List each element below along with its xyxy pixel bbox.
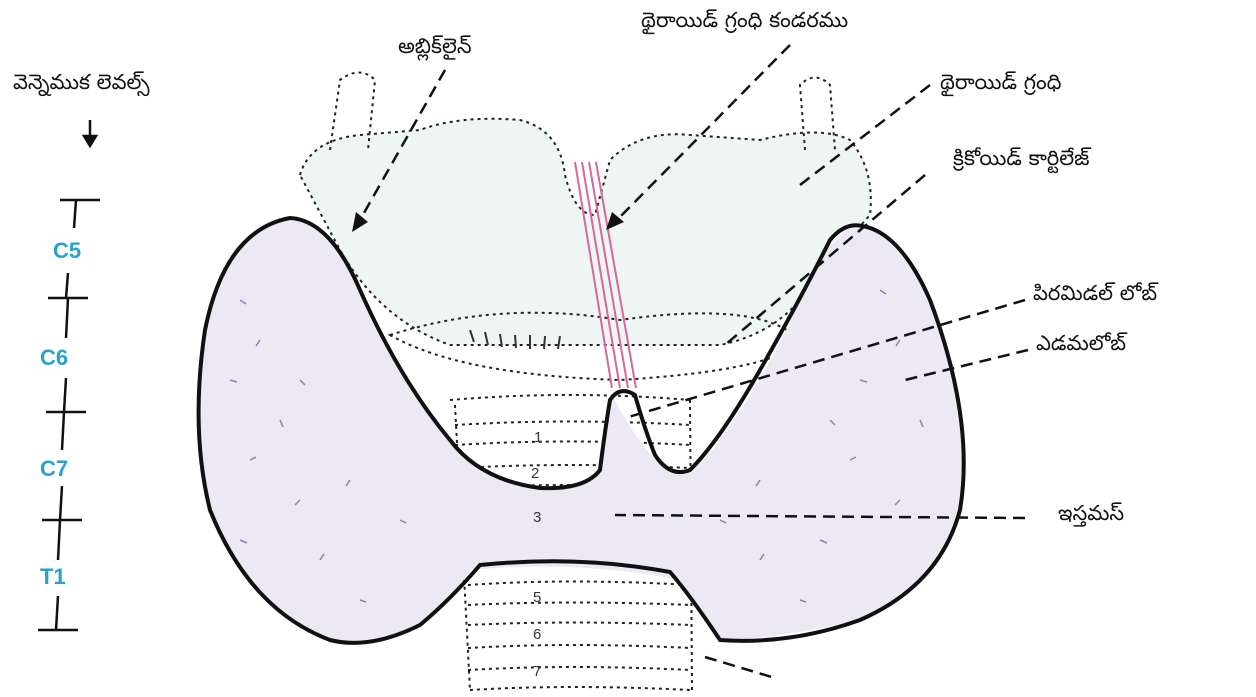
thyroid-tendon-label: థైరాయిడ్ గ్రంధి కండరము <box>641 10 848 31</box>
level-c7: C7 <box>40 458 68 480</box>
ring-3: 3 <box>533 510 541 525</box>
spine-scale <box>38 120 100 630</box>
oblique-line-label: అబ్లిక్‌లైన్ <box>398 36 472 57</box>
level-t1: T1 <box>40 566 66 588</box>
ring-5: 5 <box>533 590 541 605</box>
ring-1: 1 <box>534 430 542 445</box>
level-c6: C6 <box>40 347 68 369</box>
spine-levels-title: వెన్నెముక లెవల్స్ <box>13 72 150 93</box>
thyroid-gland-label: థైరాయిడ్ గ్రంధి <box>940 72 1061 93</box>
cricoid-cartilage-label: క్రికోయిడ్ కార్టిలేజ్ <box>953 148 1089 169</box>
isthmus-label: ఇస్తమస్ <box>1058 503 1124 524</box>
ring-6: 6 <box>533 627 541 642</box>
level-c5: C5 <box>53 240 81 262</box>
ring-2: 2 <box>531 466 539 481</box>
thyroid-cartilage <box>300 119 871 345</box>
left-lobe-label: ఎడమలోబ్ <box>1036 333 1126 354</box>
pyramidal-lobe-label: పిరమిడల్ లోబ్ <box>1033 283 1157 304</box>
ring-7: 7 <box>533 664 541 679</box>
